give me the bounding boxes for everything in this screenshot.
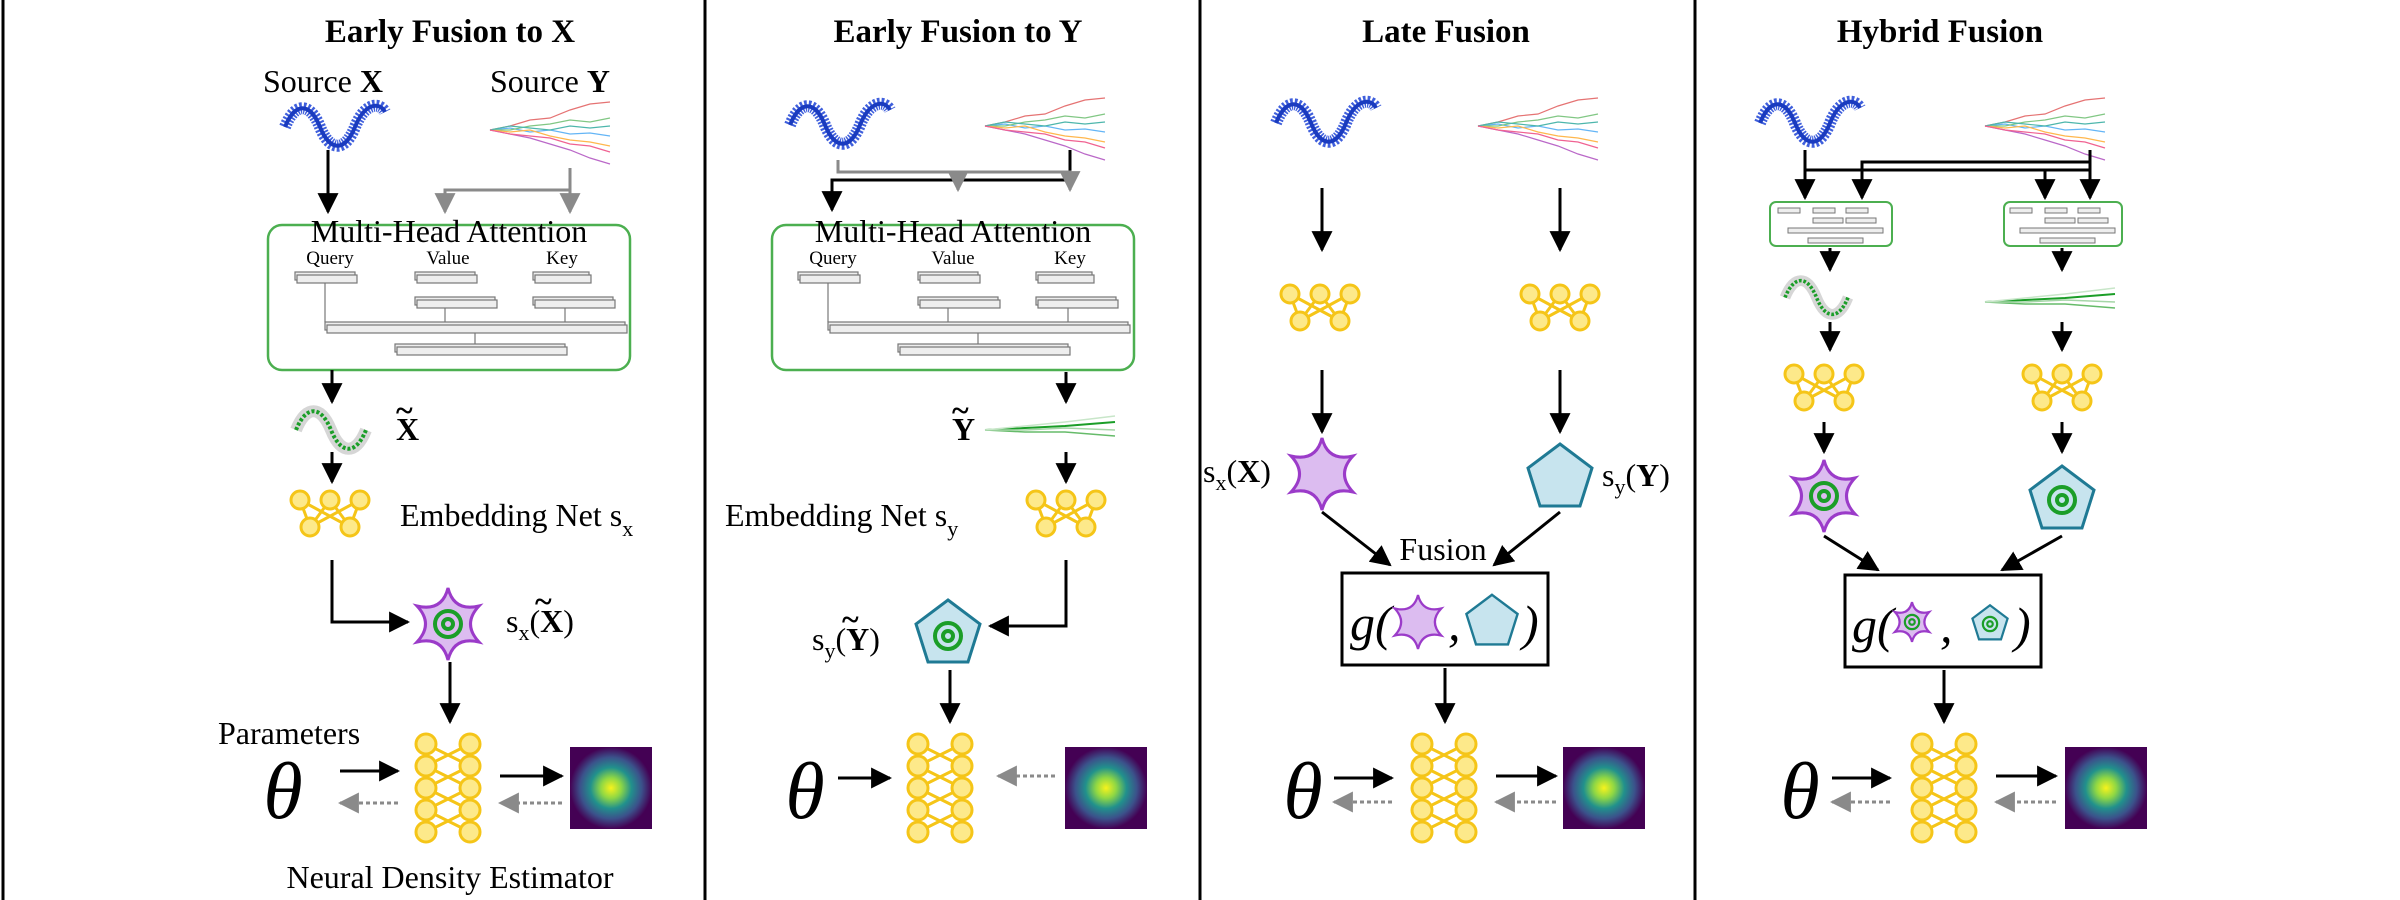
fusion-box bbox=[1843, 573, 2043, 669]
query-label: Query bbox=[306, 248, 354, 269]
density-estimator-net bbox=[1910, 732, 1978, 844]
attention-block-y bbox=[2003, 201, 2123, 247]
arrow bbox=[1803, 150, 2090, 172]
attention-layers bbox=[1777, 207, 1884, 244]
sy-label: sy(Y) bbox=[1602, 457, 1670, 499]
theta-symbol: θ bbox=[1283, 748, 1322, 836]
embedding-label: Embedding Net sy bbox=[725, 497, 958, 541]
tilde-mark: ~ bbox=[396, 392, 413, 428]
panel-title: Early Fusion to Y bbox=[833, 14, 1082, 50]
source-y-signal bbox=[984, 97, 1106, 161]
attention-block-x bbox=[1769, 201, 1893, 247]
x-tilde-signal bbox=[1785, 281, 1848, 315]
x-tilde-signal bbox=[296, 411, 366, 449]
summary-star bbox=[1791, 458, 1857, 534]
source-x-signal bbox=[285, 106, 385, 146]
arrow bbox=[958, 170, 1081, 193]
source-x-signal bbox=[1760, 102, 1860, 142]
attention-block bbox=[770, 223, 1136, 372]
attention-layers bbox=[294, 271, 628, 356]
summary-pentagon bbox=[1526, 442, 1594, 508]
panel-early-fusion-y: Early Fusion to Y Multi-Head Attention Q… bbox=[725, 14, 1147, 844]
g-close: ) bbox=[1519, 595, 1539, 651]
arrow bbox=[1321, 510, 1392, 567]
attention-title: Multi-Head Attention bbox=[311, 213, 587, 249]
density-estimator-net bbox=[906, 732, 974, 844]
fusion-label: Fusion bbox=[1399, 531, 1486, 567]
embedding-net-y bbox=[1519, 283, 1601, 332]
density-estimator-net bbox=[1410, 732, 1478, 844]
attention-title: Multi-Head Attention bbox=[815, 213, 1091, 249]
panel-title: Late Fusion bbox=[1362, 14, 1530, 50]
density-estimator-net bbox=[414, 732, 482, 844]
theta-symbol: θ bbox=[785, 748, 824, 836]
attention-block bbox=[266, 223, 632, 372]
nde-label: Neural Density Estimator bbox=[286, 859, 613, 895]
embedding-net-y bbox=[2021, 363, 2103, 412]
key-label: Key bbox=[546, 248, 578, 269]
embedding-net-x bbox=[1279, 283, 1361, 332]
x-tilde-label: X bbox=[396, 411, 419, 447]
summary-label: sy(Y) bbox=[812, 621, 880, 663]
arrow bbox=[821, 150, 1072, 213]
key-label: Key bbox=[1054, 248, 1086, 269]
arrow bbox=[2000, 534, 2063, 572]
embedding-net-x bbox=[1783, 363, 1865, 412]
source-y-signal bbox=[489, 101, 611, 165]
panel-hybrid-fusion: Hybrid Fusion g( , ) bbox=[1760, 14, 2147, 844]
density-plot bbox=[2065, 747, 2147, 829]
tilde-mark: ~ bbox=[952, 392, 969, 428]
panel-late-fusion: Late Fusion sx(X) sy(Y) Fusion g( , ) θ bbox=[1203, 14, 1670, 844]
attention-layers bbox=[2009, 207, 2116, 244]
embedding-net bbox=[289, 489, 371, 538]
summary-label: sx(X) bbox=[506, 603, 574, 645]
source-x-signal bbox=[1276, 102, 1376, 142]
summary-star bbox=[415, 586, 481, 662]
summary-star bbox=[1289, 436, 1355, 512]
arrow bbox=[330, 560, 411, 633]
g-comma: , bbox=[1448, 595, 1461, 651]
tilde-mark: ~ bbox=[535, 583, 552, 619]
arrow bbox=[836, 160, 969, 193]
arrow bbox=[434, 168, 572, 215]
density-plot bbox=[1563, 747, 1645, 829]
density-plot bbox=[570, 747, 652, 829]
y-tilde-label: Y bbox=[952, 411, 975, 447]
arrow bbox=[1823, 534, 1880, 572]
source-y-signal bbox=[1477, 97, 1599, 161]
source-y-signal bbox=[1984, 97, 2106, 161]
parameters-label: Parameters bbox=[218, 715, 360, 751]
arrow bbox=[1851, 150, 2092, 201]
source-x-signal bbox=[790, 104, 890, 144]
panel-title: Hybrid Fusion bbox=[1837, 14, 2043, 50]
g-close: ) bbox=[2011, 597, 2031, 653]
value-label: Value bbox=[931, 248, 974, 269]
density-plot bbox=[1065, 747, 1147, 829]
arrow bbox=[1492, 510, 1561, 567]
embedding-net bbox=[1025, 489, 1107, 538]
panel-title: Early Fusion to X bbox=[325, 14, 575, 50]
g-function: g( bbox=[1852, 597, 1897, 653]
embedding-label: Embedding Net sx bbox=[400, 497, 633, 541]
g-function: g( bbox=[1350, 595, 1395, 651]
theta-symbol: θ bbox=[1780, 748, 1819, 836]
theta-symbol: θ bbox=[263, 748, 302, 836]
g-comma: , bbox=[1940, 597, 1953, 653]
attention-layers bbox=[797, 271, 1131, 356]
y-tilde-signal bbox=[984, 415, 1116, 437]
sx-label: sx(X) bbox=[1203, 453, 1271, 495]
value-label: Value bbox=[426, 248, 469, 269]
y-tilde-signal bbox=[1984, 287, 2116, 309]
arrow bbox=[987, 560, 1068, 637]
tilde-mark: ~ bbox=[842, 601, 859, 637]
query-label: Query bbox=[809, 248, 857, 269]
